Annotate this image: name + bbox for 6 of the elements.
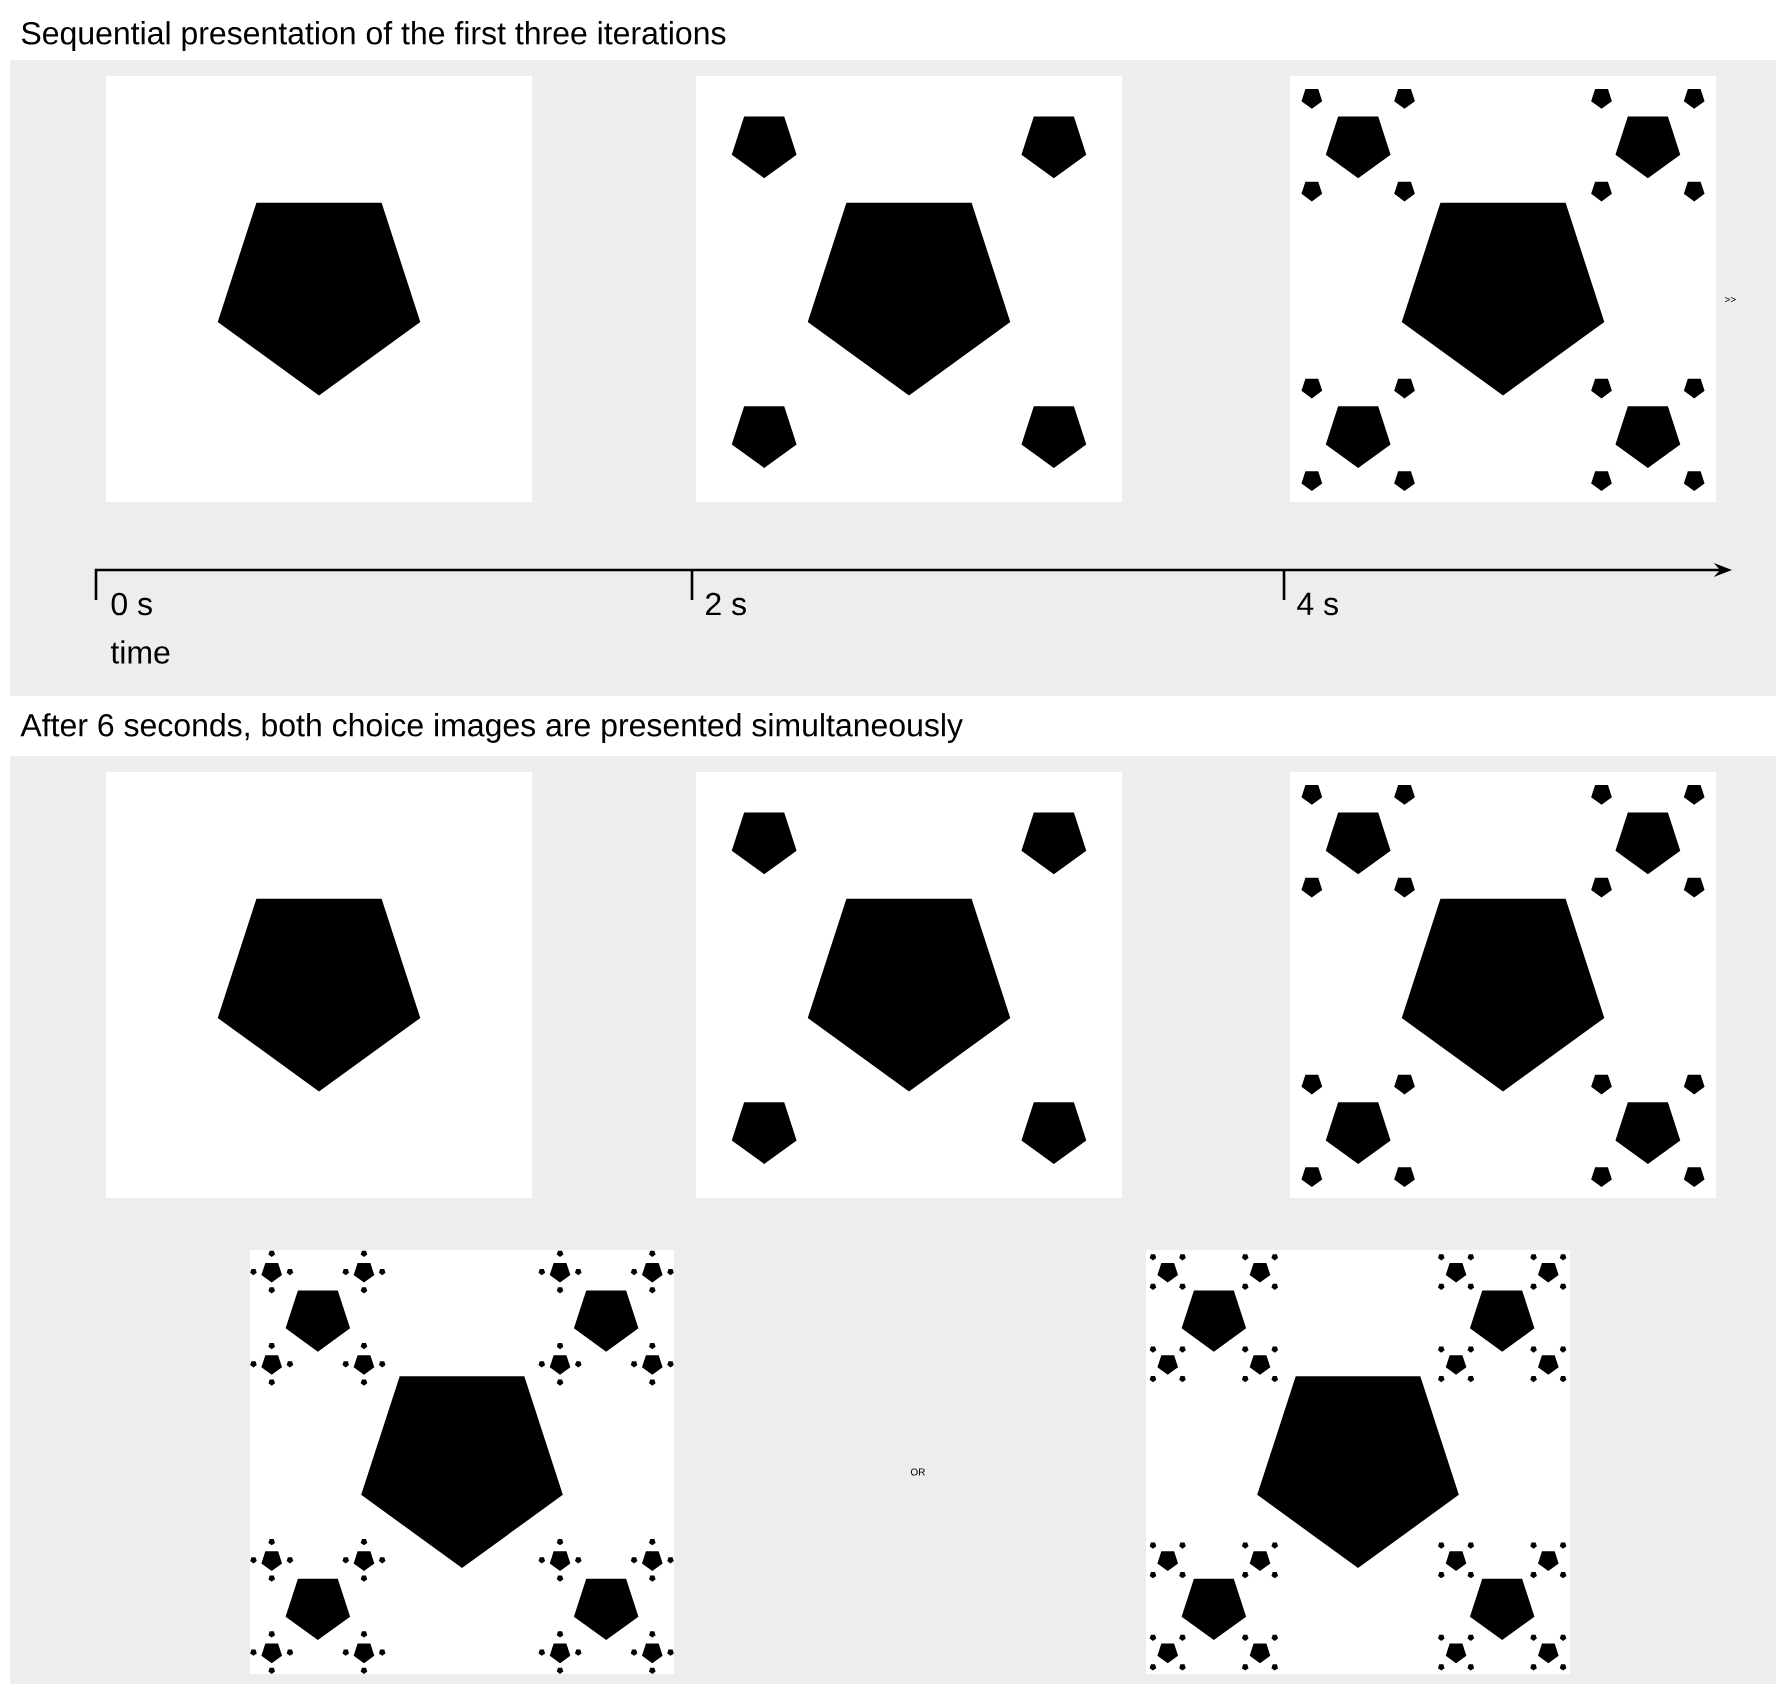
time-label: 0 s xyxy=(111,592,152,616)
section-heading: After 6 seconds, both choice images are presented simultaneously xyxy=(20,713,963,743)
time-label: 2 s xyxy=(706,592,746,616)
time-label: 4 s xyxy=(1297,592,1338,616)
axis-label: time xyxy=(110,640,170,664)
section-heading: Sequential presentation of the first three iterations xyxy=(21,21,726,51)
